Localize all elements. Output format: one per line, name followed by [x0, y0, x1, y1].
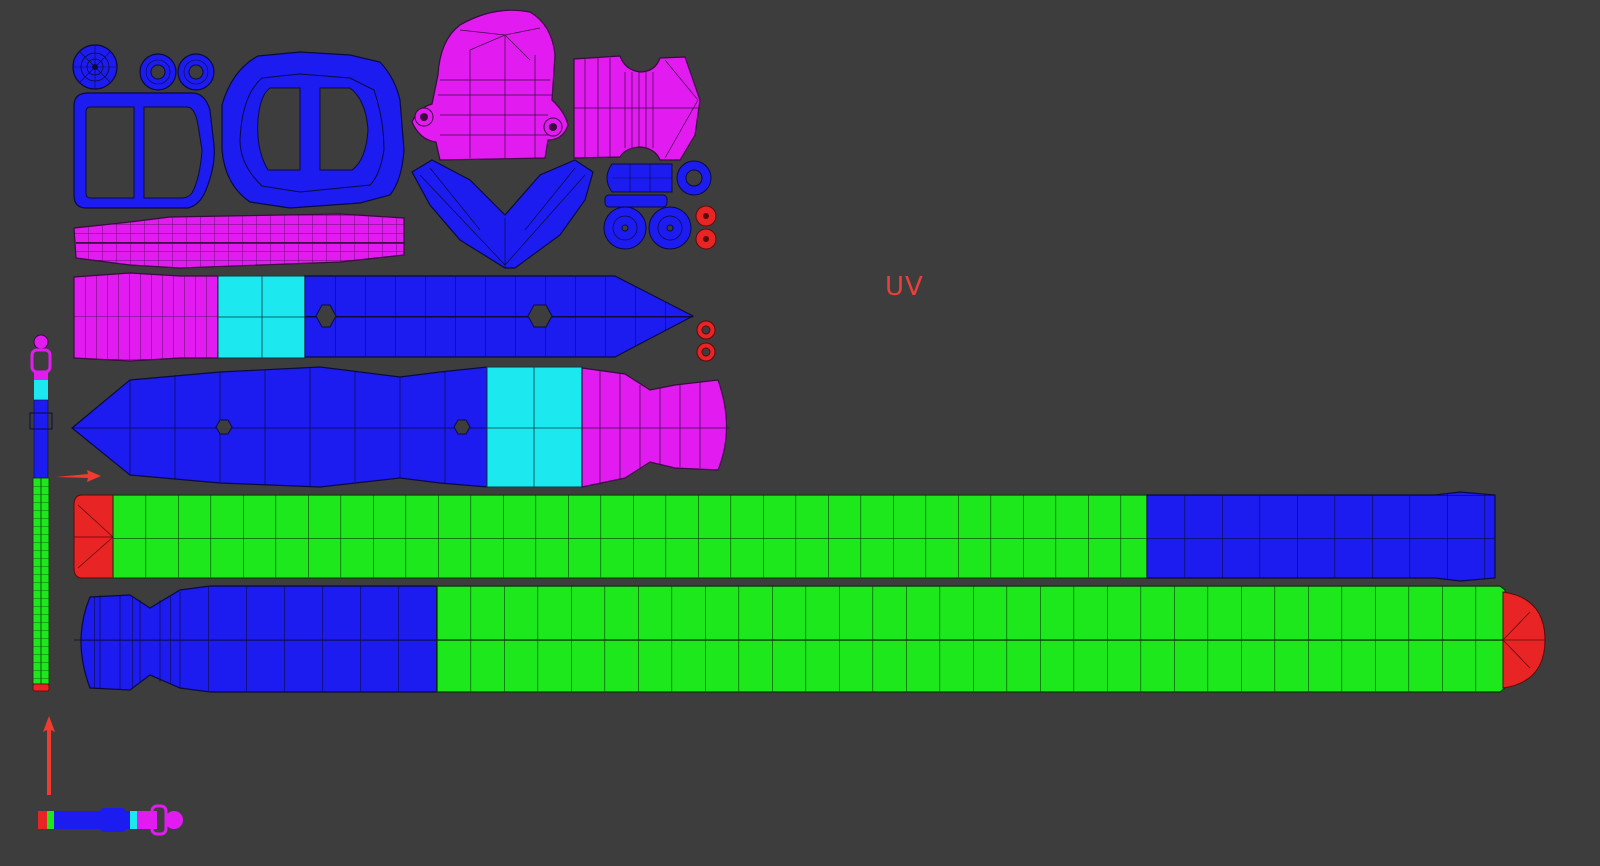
uv-label: UV — [885, 272, 924, 302]
clasp-strip[interactable] — [73, 213, 405, 269]
ring-small-1[interactable] — [72, 44, 118, 90]
clasp-top[interactable] — [411, 9, 569, 161]
strap-long-1[interactable] — [73, 491, 1496, 582]
strap-long-2[interactable] — [74, 585, 1546, 693]
ring-small-3[interactable] — [177, 53, 215, 91]
pin-parts[interactable] — [603, 160, 712, 250]
strap-upper[interactable] — [73, 272, 695, 362]
rivets-red[interactable] — [695, 205, 717, 362]
clasp-side[interactable] — [573, 55, 701, 161]
wing-pair[interactable] — [411, 159, 594, 269]
mini-strap-horizontal[interactable] — [38, 804, 183, 836]
arrow-right-icon — [56, 470, 101, 482]
buckle-frame-small[interactable] — [73, 92, 215, 209]
ring-small-2[interactable] — [139, 53, 177, 91]
mini-strap-vertical[interactable] — [29, 334, 53, 692]
buckle-frame-large[interactable] — [221, 51, 405, 209]
arrow-up-icon — [43, 716, 55, 795]
strap-middle[interactable] — [71, 366, 730, 488]
